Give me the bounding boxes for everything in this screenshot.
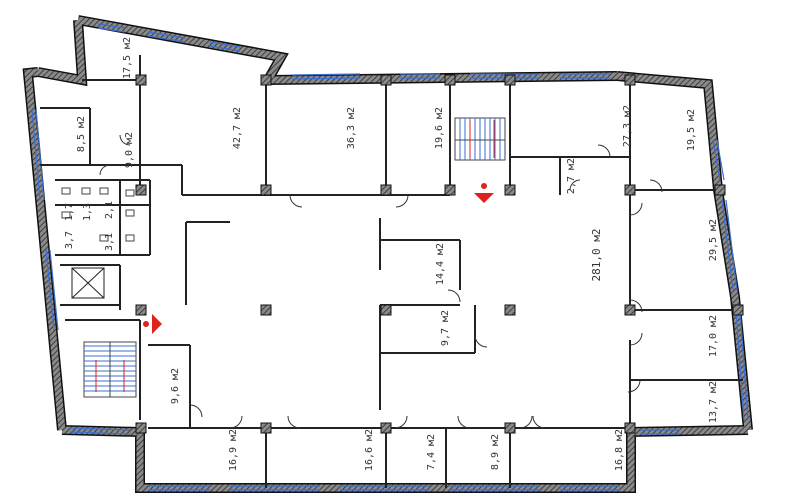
- room-label: 1,7: [64, 203, 75, 221]
- room-label: 42,7 м2: [232, 107, 243, 149]
- room-label: 2,7 м2: [566, 158, 577, 194]
- room-label: 27,3 м2: [622, 105, 633, 147]
- room-label: 9,7 м2: [440, 310, 451, 346]
- elevator-icon: [71, 267, 105, 299]
- room-label: 281,0 м2: [590, 229, 603, 282]
- room-label: 14,4 м2: [435, 243, 446, 285]
- room-label: 8,5 м2: [76, 116, 87, 152]
- room-label: 13,7 м2: [708, 381, 719, 423]
- room-label: 36,3 м2: [346, 107, 357, 149]
- room-label: 17,5 м2: [122, 37, 133, 79]
- room-label: 19,6 м2: [434, 107, 445, 149]
- room-label: 16,8 м2: [614, 429, 625, 471]
- room-label: 17,0 м2: [708, 315, 719, 357]
- room-label: 9,6 м2: [170, 368, 181, 404]
- room-label: 7,4 м2: [426, 434, 437, 470]
- room-label: 8,9 м2: [490, 434, 501, 470]
- stairs-left: [83, 341, 137, 398]
- room-label: 3,7: [64, 231, 75, 249]
- room-label: 29,5 м2: [708, 219, 719, 261]
- door-swings: [99, 134, 663, 429]
- stairs-top: [454, 117, 506, 161]
- windows: [31, 23, 749, 491]
- room-label: 3,1: [104, 233, 115, 251]
- room-label: 16,9 м2: [228, 429, 239, 471]
- toilet-icon: [61, 187, 135, 242]
- columns: [135, 74, 744, 434]
- room-labels: 17,5 м2 8,5 м2 9,0 м2 42,7 м2 36,3 м2 19…: [64, 37, 719, 471]
- room-label: 9,0 м2: [124, 132, 135, 168]
- exit-marker-icon: [143, 314, 162, 334]
- room-label: 16,6 м2: [364, 429, 375, 471]
- room-label: 2,1: [104, 201, 115, 219]
- room-label: 19,5 м2: [686, 109, 697, 151]
- exit-marker-icon: [474, 183, 494, 203]
- room-label: 1,3: [82, 203, 93, 221]
